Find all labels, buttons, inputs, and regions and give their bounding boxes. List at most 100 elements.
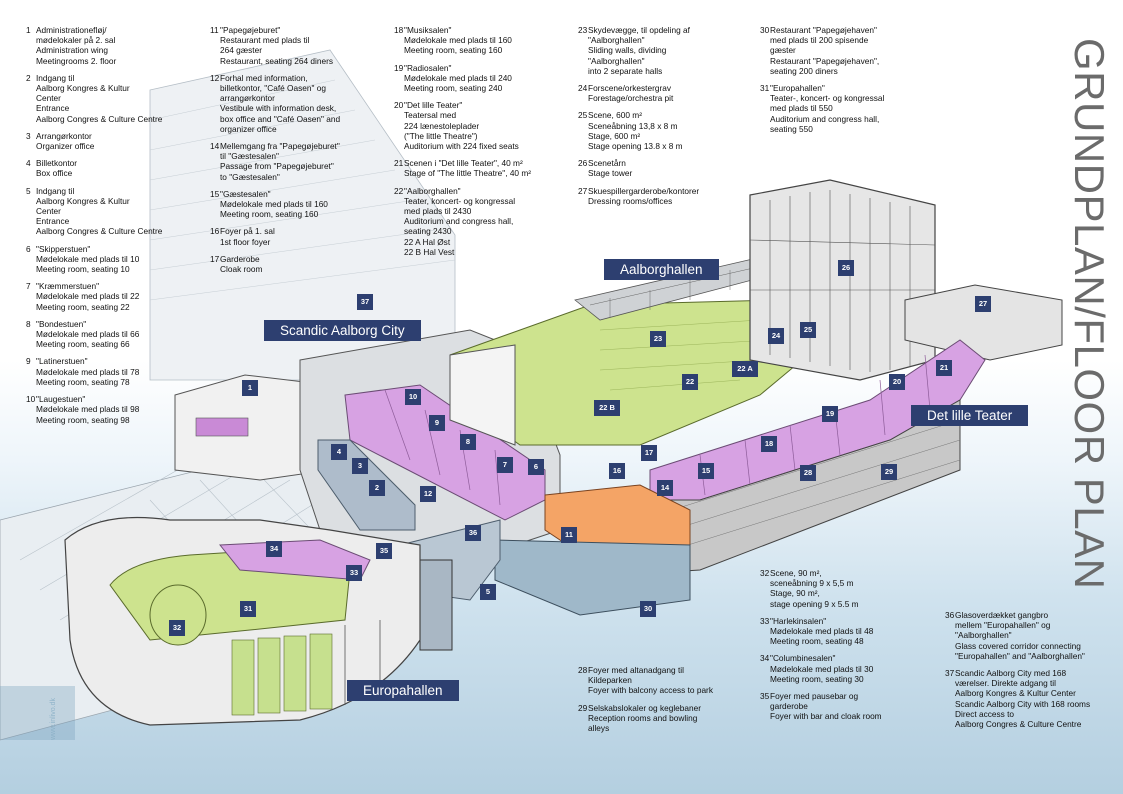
legend-line: Cloak room	[220, 264, 263, 275]
legend-line: med plads til 200 spisende	[770, 35, 869, 46]
map-tag-3: 3	[352, 458, 368, 474]
legend-line: 22 B Hal Vest	[404, 246, 455, 257]
svg-text:GRUNDPLAN/FLOOR PLAN: GRUNDPLAN/FLOOR PLAN	[1066, 38, 1113, 589]
legend-line: "Europahallen"	[770, 83, 825, 94]
legend-entry-number: 10	[26, 394, 36, 405]
legend-line: Skydevægge, til opdeling af	[588, 25, 690, 35]
legend-entry-number: 27	[578, 185, 588, 196]
legend-line: Meetingrooms 2. floor	[36, 55, 117, 66]
legend-line: gæster	[770, 45, 796, 56]
legend-line: billetkontor, "Café Oasen" og	[220, 83, 326, 94]
legend-entry-number: 26	[578, 158, 588, 169]
legend-line: Mødelokale med plads til 160	[404, 35, 512, 46]
legend-line: Mødelokale med plads til 78	[36, 366, 140, 377]
legend-line: Foyer with balcony access to park	[588, 685, 713, 696]
legend-line: sceneåbning 9 x 5,5 m	[770, 578, 854, 589]
legend-entry-number: 6	[26, 243, 31, 254]
legend-line: to "Gæstesalen"	[220, 171, 280, 182]
legend-entry-text: "Radiosalen"Mødelokale med plads til 240…	[404, 63, 512, 94]
legend-line: Restaurant "Papegøjehaven",	[770, 55, 880, 66]
restaurant-papegojehaven	[494, 539, 691, 616]
map-tag-12: 12	[420, 486, 436, 502]
legend-line: arrangørkontor	[220, 93, 275, 104]
legend-line: seating 200 diners	[770, 65, 838, 76]
legend-entry: 7"Kræmmerstuen"Mødelokale med plads til …	[26, 281, 162, 312]
legend-line: Teater, koncert- og kongressal	[404, 195, 516, 206]
legend-line: Teatersal med	[404, 110, 457, 121]
legend-line: Mødelokale med plads til 10	[36, 253, 140, 264]
legend-entry-number: 35	[760, 691, 770, 702]
legend-line: Skuespillergarderobe/kontorer	[588, 185, 700, 196]
map-tag-31: 31	[240, 601, 256, 617]
map-tag-28: 28	[800, 465, 816, 481]
legend-line: "Laugestuen"	[36, 394, 86, 405]
legend-line: Aalborg Congres & Culture Centre	[36, 113, 163, 124]
legend-entry: 22"Aalborghallen"Teater, koncert- og kon…	[394, 186, 531, 257]
legend-line: Mødelokale med plads til 48	[770, 626, 874, 637]
legend-line: Aalborg Congres & Culture Centre	[36, 226, 163, 237]
hall-label-det-lille-teater: Det lille Teater	[911, 405, 1029, 426]
legend-line: med plads til 550	[770, 103, 833, 114]
legend-line: Foyer with bar and cloak room	[770, 711, 882, 722]
legend-entry-number: 16	[210, 226, 220, 237]
legend-line: Organizer office	[36, 141, 95, 152]
legend-line: Entrance	[36, 103, 70, 114]
map-tag-17: 17	[641, 445, 657, 461]
legend-entry-text: "Gæstesalen"Mødelokale med plads til 160…	[220, 189, 328, 220]
legend-entry: 6"Skipperstuen"Mødelokale med plads til …	[26, 244, 162, 275]
legend-entry-number: 25	[578, 110, 588, 121]
legend-line: "Aalborghallen"	[588, 35, 645, 46]
map-tag-32: 32	[169, 620, 185, 636]
map-tag-24: 24	[768, 328, 784, 344]
legend-entry-number: 28	[578, 665, 588, 675]
legend-line: Indgang til	[36, 185, 75, 196]
legend-entry-number: 31	[760, 83, 770, 94]
legend-line: Forscene/orkestergrav	[588, 83, 672, 94]
legend-line: "Det lille Teater"	[404, 100, 463, 111]
legend-entry-number: 9	[26, 356, 31, 367]
legend-line: Direct access to	[955, 708, 1015, 719]
legend-entry-number: 15	[210, 188, 220, 199]
legend-line: "Columbinesalen"	[770, 653, 836, 664]
legend-entry: 15"Gæstesalen"Mødelokale med plads til 1…	[210, 189, 340, 220]
legend-line: stage opening 9 x 5.5 m	[770, 598, 859, 609]
map-tag-14: 14	[657, 480, 673, 496]
hall-label-europahallen: Europahallen	[347, 680, 459, 701]
map-tag-20: 20	[889, 374, 905, 390]
map-tag-16: 16	[609, 463, 625, 479]
legend-line: Restaurant "Papegøjehaven"	[770, 25, 877, 35]
legend-line: Meeting room, seating 10	[36, 264, 130, 275]
legend-line: "Latinerstuen"	[36, 356, 88, 367]
legend-entry: 10"Laugestuen"Mødelokale med plads til 9…	[26, 394, 162, 425]
legend-line: Glasoverdækket gangbro	[955, 610, 1049, 620]
hall-label-scandic: Scandic Aalborg City	[264, 320, 421, 341]
legend-entry-text: Restaurant "Papegøjehaven"med plads til …	[770, 25, 879, 76]
map-tag-27: 27	[975, 296, 991, 312]
legend-line: "Aalborghallen"	[404, 185, 461, 196]
legend-line: Stage tower	[588, 168, 633, 179]
legend-line: Meeting room, seating 48	[770, 636, 864, 647]
europahallen-windows	[231, 633, 333, 716]
legend-entry-text: Administrationefløj/mødelokaler på 2. sa…	[36, 25, 116, 66]
legend-line: Aalborg Kongres & Kultur Center	[955, 688, 1076, 699]
map-tag-1: 1	[242, 380, 258, 396]
